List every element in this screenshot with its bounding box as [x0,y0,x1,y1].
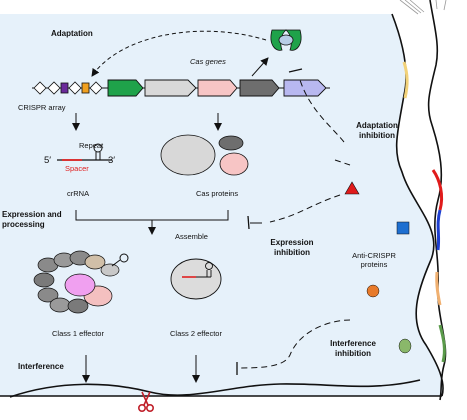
repeat-label: Repeat [79,141,104,150]
crispr-array [33,81,103,95]
adaptation-heading: Adaptation [51,29,93,38]
membrane-segment-blue [436,209,442,251]
adaptation-inhibition-label-1: Adaptation [356,121,398,130]
acr-orange-circle [366,284,380,298]
anti-crispr-label-1: Anti-CRISPR [352,251,396,260]
membrane-segment-red [431,169,444,211]
interference-inhibition-label-1: Interference [330,339,376,348]
spacer-label: Spacer [65,164,89,173]
interference-inhibition-label-2: inhibition [335,349,371,358]
scissors-icon [138,391,155,413]
adaptation-integration-arrow [91,30,267,77]
acr-red-triangle [344,181,360,195]
expression-processing-heading-1: Expression and [2,210,62,219]
crrna [57,143,112,161]
crrna-label: crRNA [67,189,90,198]
five-prime-label: 5′ [44,155,52,166]
membrane-segment-orange [435,271,442,306]
cas-gene-green [107,79,144,97]
expression-inhibition-label-2: inhibition [274,248,310,257]
cas-genes-arrow [251,57,269,77]
membrane-segment-yellow [402,61,409,99]
interference-heading: Interference [18,362,64,371]
class1-effector [33,250,129,314]
class2-effector-label: Class 2 effector [170,329,222,338]
three-prime-label: 3′ [108,155,116,166]
cas-gene-dark [239,79,280,97]
phage-dna [9,379,421,398]
adaptation-inhibition-bar [288,68,303,73]
expression-inhibition-label-1: Expression [270,238,314,247]
cas-gene-pink [197,79,238,97]
cas1-cas2-complex [270,29,302,51]
class2-effector [170,258,222,300]
membrane-segment-green [438,324,446,363]
crispr-array-label: CRISPR array [18,103,66,112]
expression-processing-heading-2: processing [2,220,45,229]
assemble-label: Assemble [175,232,208,241]
cas-genes-label: Cas genes [190,57,226,66]
cas-proteins-label: Cas proteins [196,189,239,198]
cell-wall-right-outer [427,0,447,401]
cas-gene-lavender [283,79,327,97]
class1-effector-label: Class 1 effector [52,329,104,338]
interference-inhibition-line [239,319,351,369]
acr-green-oval [398,338,412,354]
cas-gene-gray [144,79,197,97]
acr-blue-square [396,221,410,235]
cas-proteins-cluster [160,134,249,176]
expression-inhibition-bar [247,215,250,230]
adaptation-inhibition-line [299,79,345,143]
adaptation-inhibition-tail [334,159,351,166]
cell-background [0,14,444,396]
anti-crispr-label-2: proteins [360,260,388,269]
phage-tail [399,0,447,15]
adaptation-inhibition-label-2: inhibition [359,131,395,140]
